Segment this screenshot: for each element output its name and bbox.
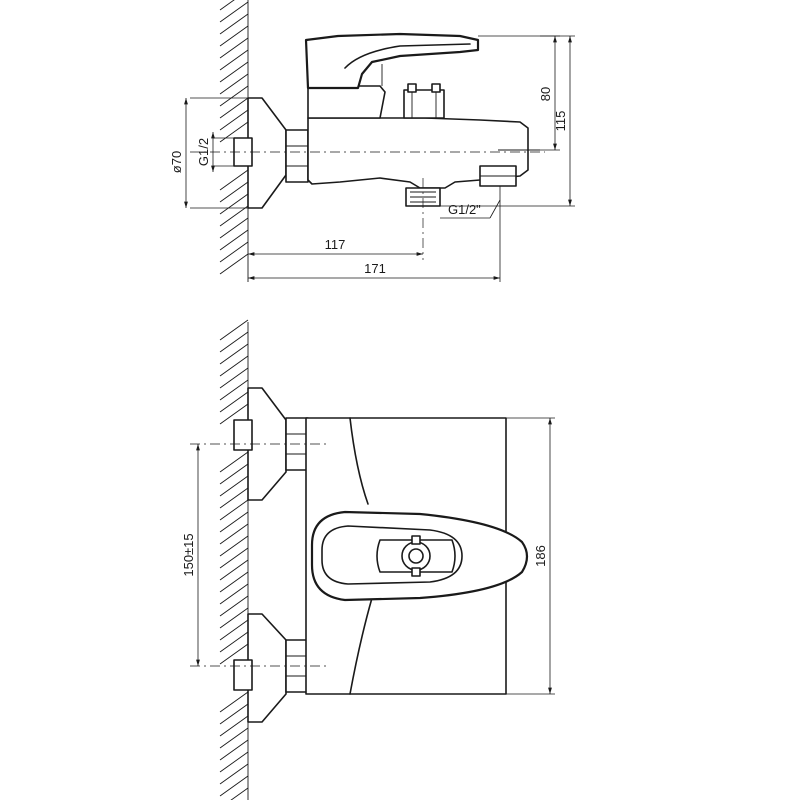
hatch-line <box>219 0 235 11</box>
hatch-line <box>219 619 249 641</box>
hatch-line <box>219 367 249 389</box>
dim-label-70: ø70 <box>169 151 184 173</box>
hatch-line <box>219 403 249 425</box>
escutcheon-upper <box>247 387 287 501</box>
hatch-line <box>219 499 249 521</box>
hatch-line <box>219 253 249 275</box>
hatch-line <box>219 691 249 713</box>
dim-label-186: 186 <box>533 545 548 567</box>
hatch-line <box>219 631 249 653</box>
mixer-body-side <box>307 117 529 189</box>
hatch-line <box>219 169 249 191</box>
lever-handle-side <box>304 32 480 90</box>
hatch-line <box>219 343 249 365</box>
hatch-line <box>219 37 249 59</box>
side-view: ø70 G1/2 G1/2" 80 115 <box>169 0 575 282</box>
inlet-nipple-lower <box>233 659 253 691</box>
dim-label-g12-inlet: G1/2 <box>196 138 211 166</box>
dim-length-171: 171 <box>248 186 501 282</box>
hatch-line <box>219 511 249 533</box>
hatch-line <box>219 607 249 629</box>
spout-outlet <box>479 165 517 187</box>
hatch-line <box>219 571 249 593</box>
dim-height-115: 115 <box>440 35 575 207</box>
dim-length-117: 117 <box>248 237 423 256</box>
hatch-line <box>219 475 249 497</box>
hatch-line <box>219 583 249 605</box>
escutcheon-lower <box>247 613 287 723</box>
hatch-line <box>219 355 249 377</box>
hatch-line <box>219 85 249 107</box>
dim-label-117: 117 <box>325 237 346 252</box>
dim-label-150: 150±15 <box>181 533 196 576</box>
hatch-line <box>219 1 249 23</box>
dim-diameter-70: ø70 <box>169 97 250 209</box>
inlet-nipple-upper <box>233 419 253 451</box>
hatch-line <box>219 463 249 485</box>
dim-label-80: 80 <box>538 87 553 101</box>
hatch-line <box>219 715 249 737</box>
diverter-knob-front <box>401 535 431 577</box>
hatch-line <box>219 379 249 401</box>
hatch-line <box>219 703 249 725</box>
hatch-line <box>219 217 249 239</box>
hatch-line <box>219 205 249 227</box>
hatch-line <box>219 49 249 71</box>
wall-hatch-bottom <box>219 319 249 800</box>
hatch-line <box>219 13 249 35</box>
hatch-line <box>219 73 249 95</box>
diverter-knob <box>403 83 445 119</box>
hatch-line <box>219 241 249 263</box>
front-view: 150±15 186 <box>181 319 555 800</box>
hatch-line <box>219 559 249 581</box>
hatch-line <box>219 595 249 617</box>
dim-thread-outlet: G1/2" <box>440 199 501 219</box>
hatch-line <box>219 229 249 251</box>
hatch-line <box>230 787 249 800</box>
hatch-line <box>219 97 249 119</box>
hatch-line <box>219 763 249 785</box>
hatch-line <box>219 319 249 341</box>
hatch-line <box>219 727 249 749</box>
hatch-line <box>219 451 249 473</box>
wall-hatch-top <box>219 0 249 282</box>
hatch-line <box>219 391 249 413</box>
dim-label-171: 171 <box>364 261 386 276</box>
dim-thread-inlet: G1/2 <box>196 132 234 172</box>
hatch-line <box>219 775 249 797</box>
escutcheon-side <box>247 97 287 209</box>
hex-nut-side <box>285 129 309 183</box>
hatch-line <box>219 193 249 215</box>
hatch-line <box>219 535 249 557</box>
hatch-line <box>219 331 249 353</box>
dim-spacing-150: 150±15 <box>181 444 200 666</box>
hatch-line <box>219 751 249 773</box>
hatch-line <box>219 181 249 203</box>
hatch-line <box>219 109 249 131</box>
hatch-line <box>219 61 249 83</box>
dim-label-115: 115 <box>553 111 568 132</box>
hatch-line <box>219 487 249 509</box>
hatch-line <box>219 643 249 665</box>
hatch-line <box>219 523 249 545</box>
hatch-line <box>219 121 249 143</box>
dim-label-g12-outlet: G1/2" <box>448 202 481 217</box>
dim-height-186: 186 <box>506 417 555 695</box>
cartridge-housing <box>307 85 386 119</box>
hatch-line <box>219 25 249 47</box>
hatch-line <box>219 547 249 569</box>
hatch-line <box>219 739 249 761</box>
